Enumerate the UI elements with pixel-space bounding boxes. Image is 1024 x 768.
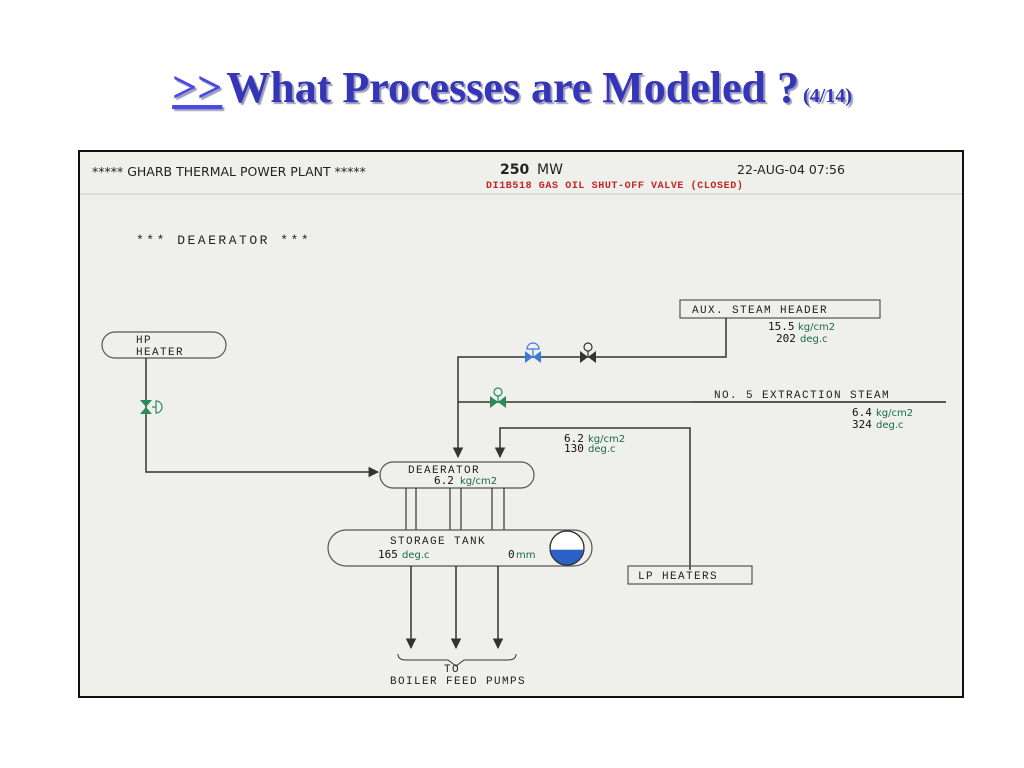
storage-tank-level-unit: mm bbox=[516, 550, 535, 561]
storage-tank-label: STORAGE TANK bbox=[390, 536, 486, 548]
boiler-feed-label-1: TO bbox=[444, 664, 460, 676]
aux-steam-pressure-unit: kg/cm2 bbox=[798, 322, 835, 333]
aux-steam-header-box[interactable] bbox=[679, 299, 881, 319]
lp-heater-outlet-line bbox=[494, 427, 691, 570]
aux-steam-temp-unit: deg.c bbox=[800, 334, 828, 345]
deaerator-label: DEAERATOR bbox=[408, 465, 480, 477]
extraction-steam-pressure-unit: kg/cm2 bbox=[876, 408, 913, 419]
storage-tank-level-value: 0 bbox=[508, 548, 515, 561]
lp-inlet-temp-unit: deg.c bbox=[588, 444, 616, 455]
aux-steam-pressure-value: 15.5 bbox=[768, 320, 795, 333]
deaerator-pressure-value: 6.2 bbox=[434, 474, 454, 487]
aux-steam-isolation-valve-icon[interactable] bbox=[580, 342, 596, 363]
lp-inlet-temp-value: 130 bbox=[564, 442, 584, 455]
deaerator-downcomers bbox=[405, 488, 505, 530]
extraction-steam-label: NO. 5 EXTRACTION STEAM bbox=[714, 390, 890, 402]
title-text: What Processes are Modeled ? bbox=[226, 63, 799, 112]
lp-inlet-pressure-unit: kg/cm2 bbox=[588, 434, 625, 445]
back-link[interactable]: >> bbox=[172, 63, 223, 112]
storage-tank-temp-unit: deg.c bbox=[402, 550, 430, 561]
bfp-brace bbox=[397, 653, 517, 667]
page-counter: (4/14) bbox=[802, 85, 852, 107]
lp-heaters-box[interactable] bbox=[627, 565, 753, 585]
lp-heaters-label: LP HEATERS bbox=[638, 571, 718, 583]
tank-level-fill bbox=[550, 549, 584, 565]
hp-heater-label-2: HEATER bbox=[136, 347, 184, 359]
storage-tank-vessel[interactable] bbox=[327, 529, 593, 567]
storage-tank-temp-value: 165 bbox=[378, 548, 398, 561]
hp-drain-valve-icon[interactable] bbox=[140, 400, 163, 414]
hp-heater-drain-line bbox=[145, 358, 380, 478]
aux-steam-control-valve-icon[interactable] bbox=[525, 342, 541, 363]
aux-steam-temp-value: 202 bbox=[776, 332, 796, 345]
alarm-message: DI1B518 GAS OIL SHUT-OFF VALVE (CLOSED) bbox=[486, 180, 743, 192]
extraction-steam-pressure-value: 6.4 bbox=[852, 406, 872, 419]
tank-level-gauge bbox=[549, 530, 585, 566]
deaerator-vessel[interactable] bbox=[379, 461, 535, 489]
hp-heater-label-1: HP bbox=[136, 335, 152, 347]
plant-name: ***** GHARB THERMAL POWER PLANT ***** bbox=[92, 164, 366, 179]
deaerator-pressure-unit: kg/cm2 bbox=[460, 476, 497, 487]
extraction-steam-temp-value: 324 bbox=[852, 418, 872, 431]
boiler-feed-label-2: BOILER FEED PUMPS bbox=[390, 676, 526, 688]
process-diagram: ***** GHARB THERMAL POWER PLANT ***** 25… bbox=[80, 162, 962, 688]
diagram-title: *** DEAERATOR *** bbox=[136, 233, 311, 248]
power-value: 250 bbox=[500, 162, 529, 178]
deaerator-mimic-panel: ***** GHARB THERMAL POWER PLANT ***** 25… bbox=[78, 150, 964, 698]
date-time: 22-AUG-04 07:56 bbox=[737, 162, 845, 177]
power-unit: MW bbox=[537, 162, 563, 178]
lp-inlet-pressure-value: 6.2 bbox=[564, 432, 584, 445]
extraction-steam-temp-unit: deg.c bbox=[876, 420, 904, 431]
extraction-steam-valve-icon[interactable] bbox=[490, 387, 506, 408]
hp-heater-box[interactable] bbox=[101, 331, 227, 359]
slide-title: >> What Processes are Modeled ? (4/14) bbox=[0, 62, 1024, 113]
aux-steam-header-label: AUX. STEAM HEADER bbox=[692, 305, 828, 317]
